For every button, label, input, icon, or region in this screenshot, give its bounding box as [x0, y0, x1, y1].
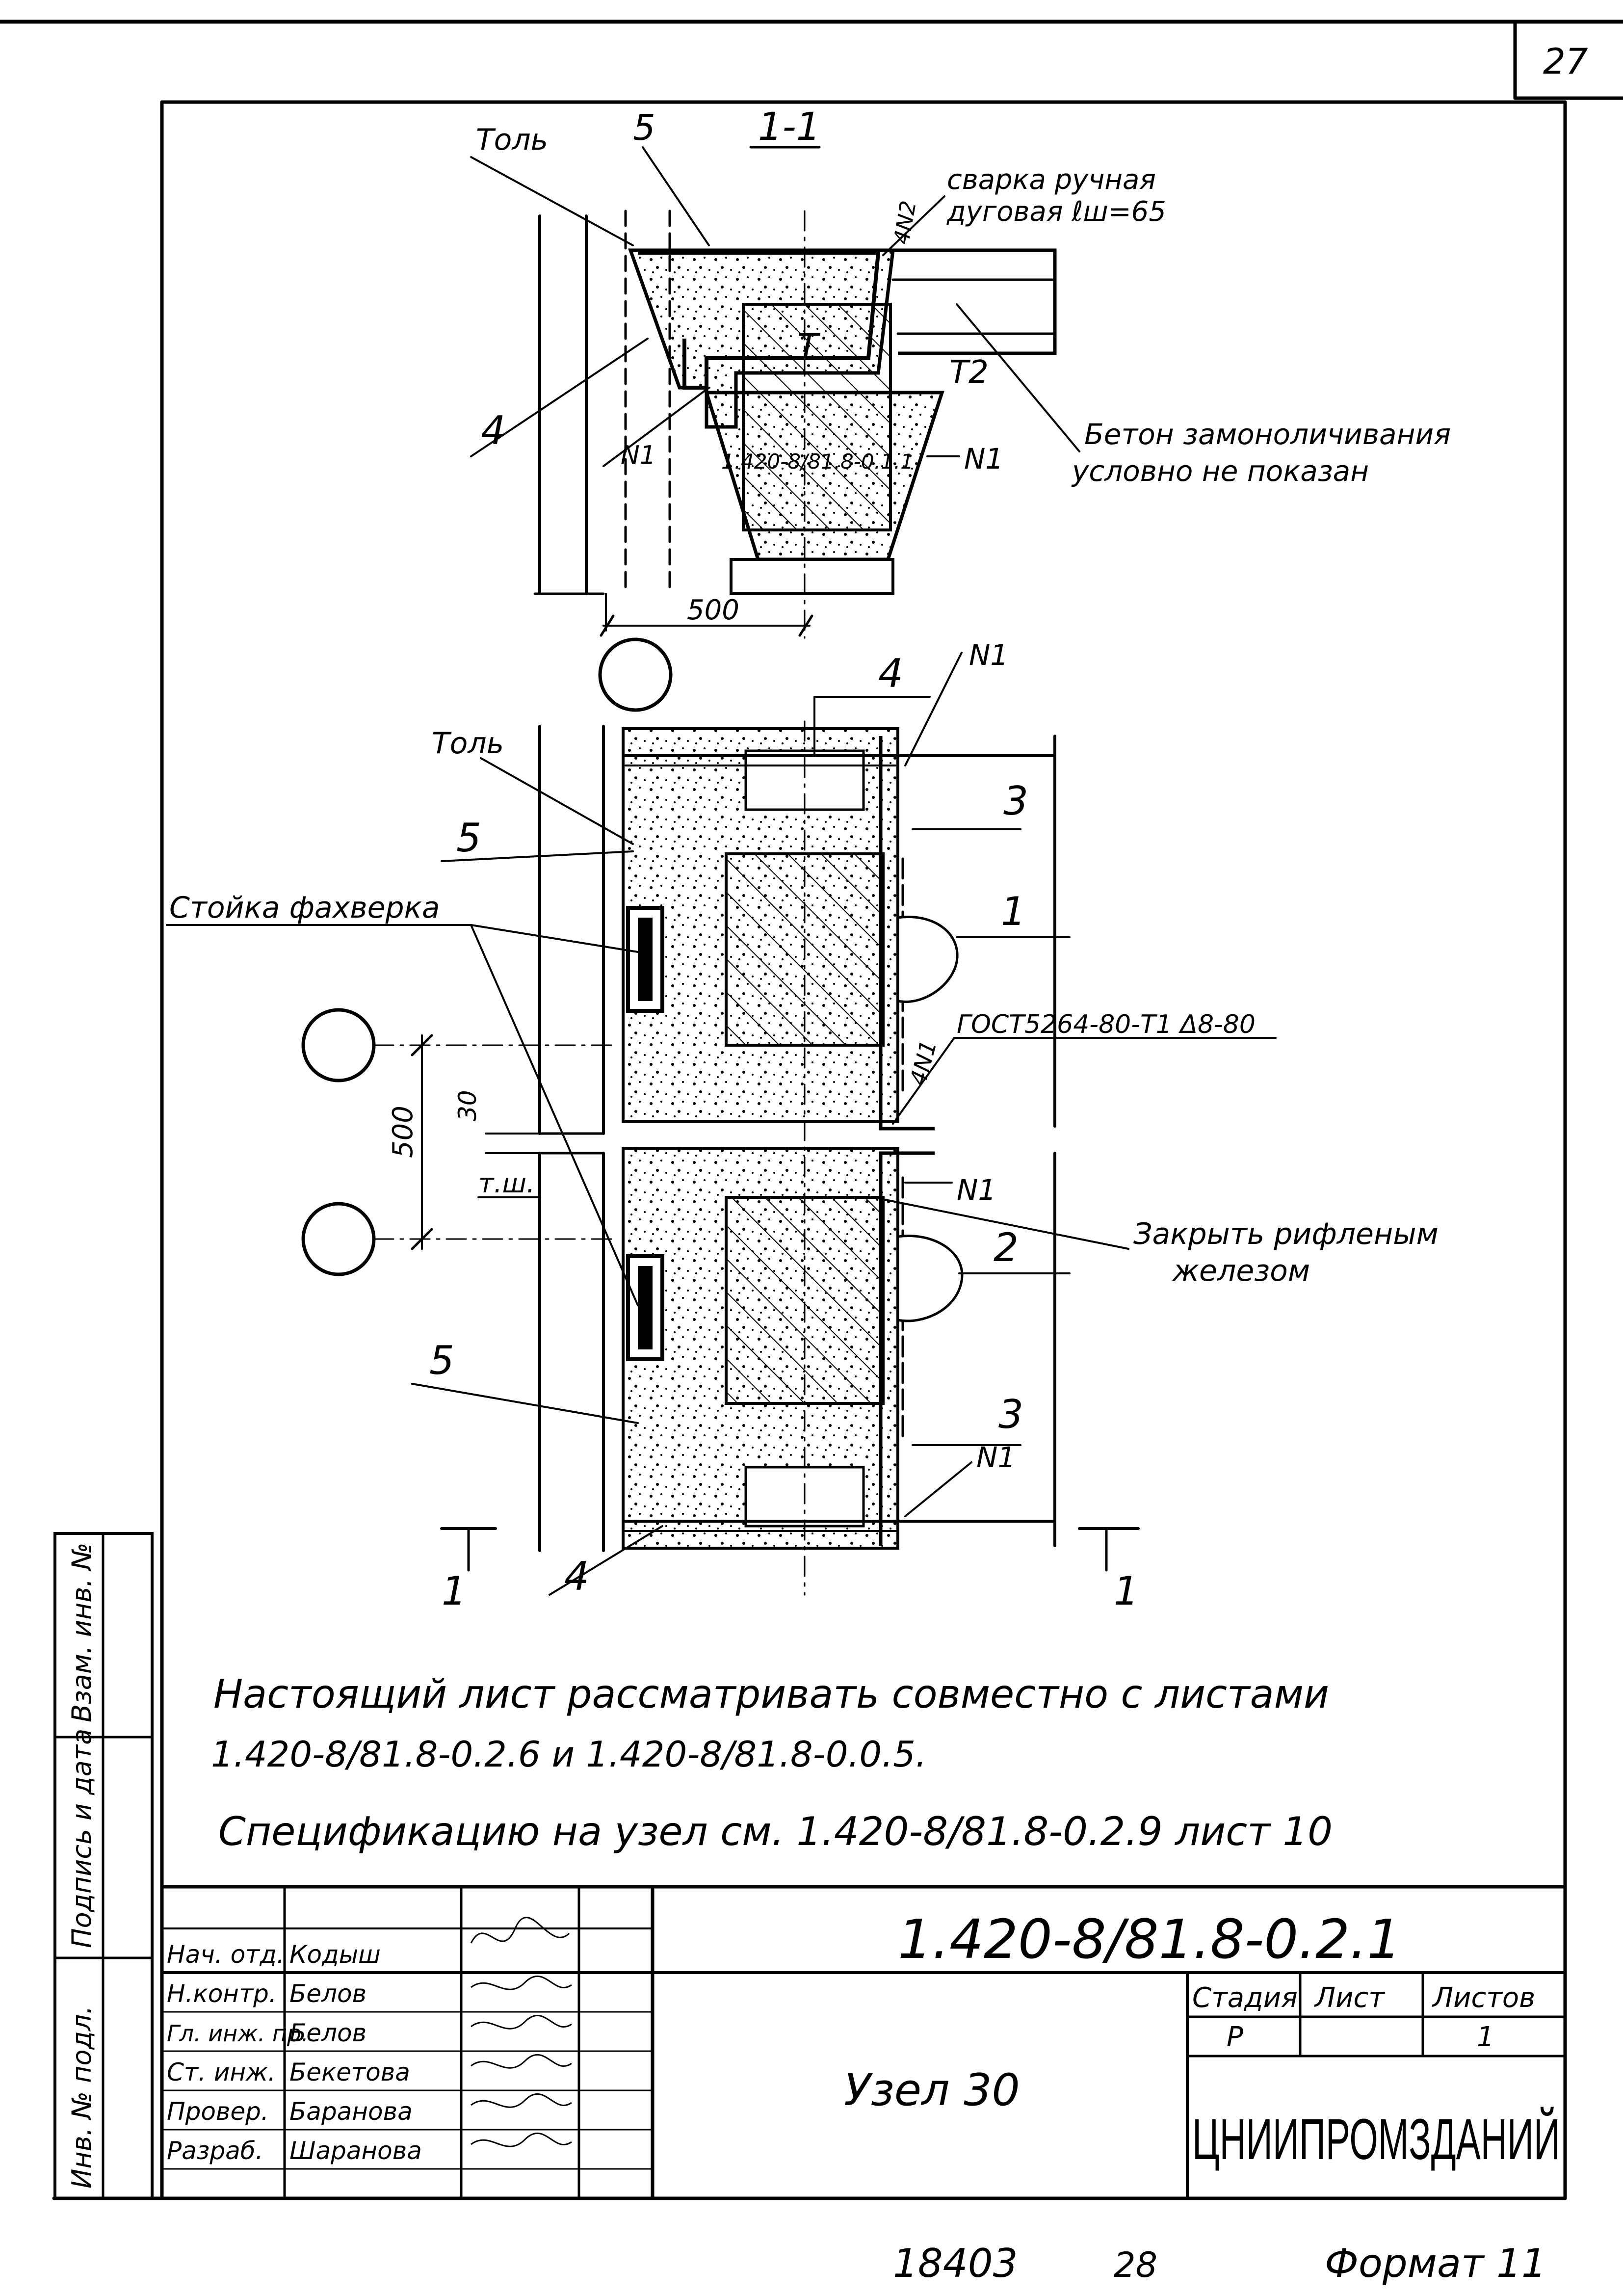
footer: 18403 28 Формат 11 [893, 2241, 1546, 2286]
footer-format: Формат 11 [1325, 2241, 1546, 2286]
name-4: Бекетова [289, 2058, 410, 2086]
footer-number: 18403 [893, 2241, 1018, 2286]
footer-page: 28 [1114, 2245, 1157, 2285]
label-tol-top: Толь [476, 123, 548, 157]
sheets-label: Листов [1432, 1982, 1535, 2014]
side-stamp-inv: Инв. № подл. [66, 2006, 97, 2189]
role-2: Н.контр. [167, 1979, 277, 2008]
stage-label: Стадия [1192, 1982, 1298, 2014]
side-stamp-signature: Подпись и дата [66, 1729, 97, 1948]
label-n1-top: N1 [621, 441, 656, 470]
label-1-plan: 1 [1001, 889, 1026, 934]
role-3: Гл. инж. пр. [167, 2020, 309, 2047]
title-block: 1.420-8/81.8-0.2.1 Узел 30 Стадия Лист Л… [160, 1885, 1567, 2200]
note-line-3: Спецификацию на узел см. 1.420-8/81.8-0.… [218, 1809, 1333, 1854]
title-name: Узел 30 [844, 2064, 1020, 2116]
note-line-1: Настоящий лист рассматривать совместно с… [213, 1671, 1329, 1717]
label-2-plan: 2 [994, 1225, 1019, 1270]
concrete-note-line2: условно не показан [1071, 454, 1369, 488]
label-3-plan-bottom: 3 [998, 1392, 1023, 1437]
axis-bubble-mid-1 [301, 1008, 376, 1082]
side-stamp: Инв. № подл. Подпись и дата Взам. инв. № [53, 1532, 154, 2200]
concrete-note-line1: Бетон замоноличивания [1084, 418, 1451, 451]
name-2: Белов [289, 1979, 366, 2008]
organization-name: ЦНИИПРОМЗДАНИЙ [1192, 2106, 1560, 2172]
label-4-top: 4 [481, 408, 506, 453]
plan-view: 500 30 т.ш. 1 1 4 N1 Толь 5 Стойка фахве… [166, 638, 1439, 1614]
label-4-plan-bottom: 4 [564, 1554, 589, 1599]
label-tol-plan: Толь [432, 726, 504, 761]
dim-500-side: 500 [387, 1106, 419, 1158]
title-block-roles: Нач. отд. Кодыш Н.контр. Белов Гл. инж. … [167, 1940, 422, 2165]
stage-value: Р [1227, 2021, 1243, 2053]
label-tsh: т.ш. [478, 1168, 535, 1199]
label-n1-bearing: N1 [964, 442, 1003, 475]
label-4-plan-top: 4 [878, 651, 903, 696]
page-number: 27 [1543, 41, 1588, 82]
axis-bubble-top [598, 637, 673, 712]
section-mark-right: 1 [1114, 1568, 1139, 1614]
title-code: 1.420-8/81.8-0.2.1 [898, 1908, 1401, 1971]
sheets-value: 1 [1477, 2021, 1494, 2053]
role-1: Нач. отд. [167, 1940, 285, 1969]
label-n1-plan-top: N1 [969, 638, 1008, 672]
role-5: Провер. [167, 2097, 269, 2126]
note-line-2: 1.420-8/81.8-0.2.6 и 1.420-8/81.8-0.0.5. [211, 1734, 927, 1775]
section-mark-left: 1 [442, 1568, 467, 1614]
label-5-plan-bottom: 5 [429, 1338, 454, 1383]
label-5-top: 5 [633, 107, 655, 148]
weld-note-line1: сварка ручная [947, 164, 1156, 196]
label-5-plan-top: 5 [456, 815, 481, 861]
role-4: Ст. инж. [167, 2058, 276, 2086]
section-1-1: 1-1 500 Толь 5 4 N1 [470, 105, 1451, 712]
name-6: Шаранова [289, 2137, 422, 2165]
label-t-mark: T [797, 326, 821, 367]
label-n1-plan-bottom: N1 [976, 1441, 1016, 1474]
zakryt-line1: Закрыть рифленым [1133, 1217, 1439, 1251]
dim-500-top: 500 [687, 594, 739, 626]
label-3-plan-top: 3 [1003, 778, 1028, 824]
sheet-label: Лист [1314, 1982, 1385, 2014]
weld-note-line2: дуговая ℓш=65 [946, 196, 1166, 228]
side-stamp-replace: Взам. инв. № [66, 1542, 97, 1722]
name-3: Белов [289, 2019, 366, 2047]
label-t2: T2 [949, 354, 989, 391]
role-6: Разраб. [167, 2137, 263, 2165]
gost-note: ГОСТ5264-80-Т1 Δ8-80 [957, 1010, 1256, 1039]
name-1: Кодыш [289, 1940, 381, 1969]
dim-30: 30 [453, 1090, 482, 1121]
signatures [470, 1917, 572, 2147]
label-4n1: 4N1 [904, 1037, 942, 1088]
name-5: Баранова [289, 2097, 413, 2126]
label-stoika: Стойка фахверка [169, 891, 440, 925]
notes: Настоящий лист рассматривать совместно с… [211, 1671, 1333, 1854]
label-n1-plan-mid: N1 [957, 1173, 996, 1207]
zakryt-line2: железом [1172, 1254, 1310, 1288]
sheet-frame [0, 20, 1623, 2200]
section-title: 1-1 [758, 105, 820, 149]
axis-bubble-mid-2 [301, 1202, 376, 1276]
node-reference: 1.420-8/81.8-0.1.1 [721, 449, 914, 474]
